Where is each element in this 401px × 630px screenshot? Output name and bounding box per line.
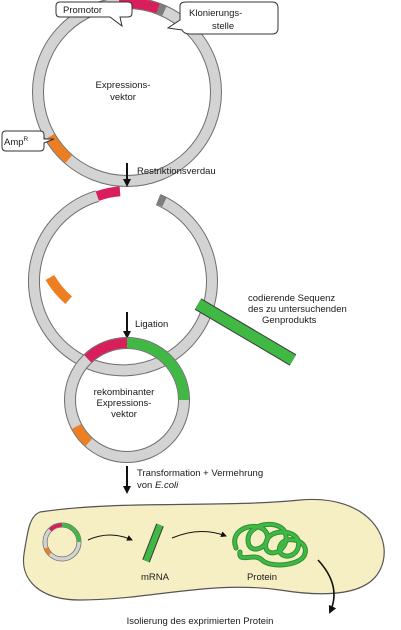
transformation-label-line1: Transformation + Vermehrung xyxy=(137,468,263,479)
protein-squiggle-highlight xyxy=(233,522,307,567)
cloning-site-label-line2: stelle xyxy=(212,21,234,32)
cloning-site-label-line1: Klonierungs- xyxy=(189,8,242,19)
promoter-segment xyxy=(84,338,128,363)
recombinant-label-line2: Expressions- xyxy=(97,398,152,409)
restriction-step-label: Restriktionsverdau xyxy=(137,166,216,177)
insert-label-line3: Genprodukts xyxy=(262,315,317,326)
ligation-step-label: Ligation xyxy=(135,319,168,330)
promoter-label: Promotor xyxy=(63,5,102,16)
protein-label: Protein xyxy=(247,572,277,583)
recombinant-label-line1: rekombinanter xyxy=(94,387,155,398)
ecoli-cell xyxy=(22,498,385,601)
isolation-label: Isolierung des exprimierten Protein xyxy=(127,616,274,627)
linearized-vector-plasmid xyxy=(27,186,218,377)
amp-callout-bubble xyxy=(1,130,55,152)
promoter-callout-bubble xyxy=(55,1,133,28)
amp-resistance-segment xyxy=(45,274,73,304)
insert-gene-fragment xyxy=(194,298,297,366)
transcription-arrow xyxy=(87,534,133,541)
amp-resistance-segment xyxy=(72,423,93,447)
cloning-site-callout-bubble xyxy=(166,1,279,35)
mrna-label: mRNA xyxy=(141,572,170,583)
plasmid-in-cell xyxy=(42,522,82,562)
cut-site-marker xyxy=(156,194,167,207)
isolation-arrow xyxy=(317,559,337,614)
amp-resistance-label: AmpR xyxy=(4,136,29,148)
vector-label-line1: Expressions- xyxy=(96,80,151,91)
insert-label-line1: codierende Sequenz xyxy=(248,293,335,304)
cloning-site-marker xyxy=(156,3,167,16)
insert-label-line2: des zu untersuchenden xyxy=(248,304,347,315)
mrna-strand xyxy=(142,523,164,563)
recombinant-label-line3: vektor xyxy=(111,409,137,420)
promoter-segment xyxy=(95,186,121,201)
transformation-label-line2: von E.coli xyxy=(137,480,179,491)
insert-gene-segment xyxy=(126,338,189,401)
translation-arrow xyxy=(171,531,227,539)
recombinant-vector-plasmid xyxy=(64,337,190,463)
amp-resistance-segment xyxy=(45,133,73,163)
vector-label-line2: vektor xyxy=(110,92,136,103)
